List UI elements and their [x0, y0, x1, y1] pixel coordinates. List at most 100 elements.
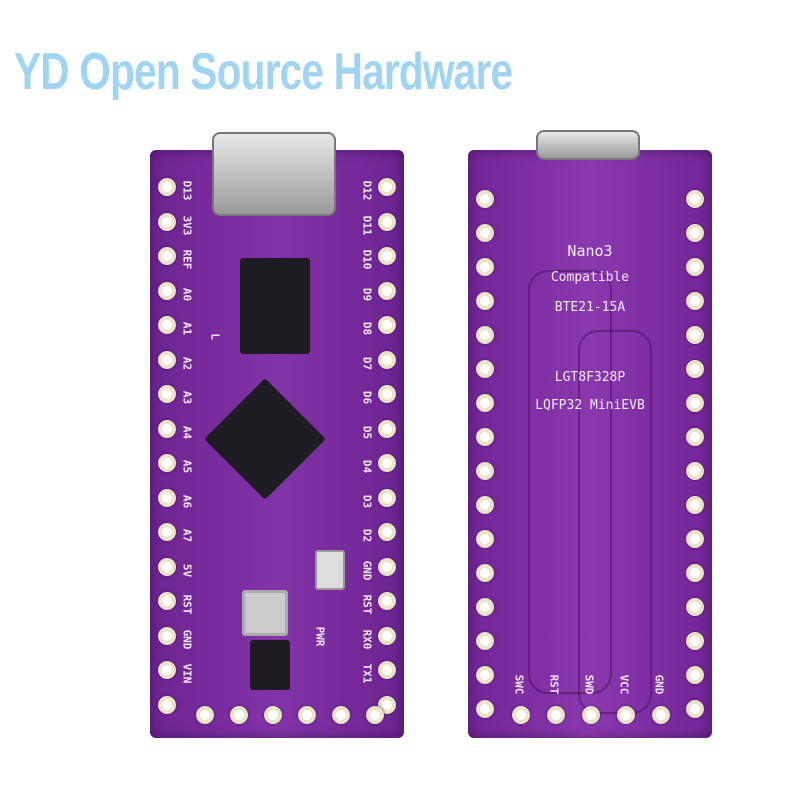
back-model: BTE21-15A	[554, 300, 626, 315]
header-pin	[476, 360, 494, 378]
pin-label: D5	[360, 425, 374, 439]
header-pin	[158, 247, 176, 265]
header-pin	[686, 258, 704, 276]
brand-banner: YD Open Source Hardware	[14, 43, 513, 101]
pin-label: VCC	[617, 674, 631, 695]
header-pin	[476, 700, 494, 718]
header-pin	[378, 454, 396, 472]
header-pin	[158, 661, 176, 679]
header-pin	[378, 626, 396, 645]
header-pin	[476, 326, 494, 344]
header-pin	[686, 326, 704, 344]
header-pin	[476, 462, 494, 480]
header-pin	[686, 666, 704, 684]
pin-label: RST	[180, 594, 194, 615]
header-pin	[378, 350, 396, 369]
header-pin	[378, 178, 396, 196]
pin-label: A6	[180, 494, 194, 508]
header-pin	[686, 224, 704, 242]
header-pin	[476, 632, 494, 650]
header-pin	[686, 564, 704, 582]
header-pin	[158, 695, 176, 714]
pin-label: D13	[180, 180, 194, 201]
pin-label: RST	[547, 674, 561, 695]
pin-label: GND	[652, 674, 666, 695]
header-pin	[476, 190, 494, 208]
pin-label: A1	[180, 321, 194, 336]
pin-label: VIN	[180, 663, 194, 684]
header-pin	[686, 292, 704, 310]
header-pin	[686, 632, 704, 650]
header-pin	[686, 598, 704, 616]
pin-label: GND	[180, 629, 194, 649]
back-title: Nano3	[567, 242, 613, 260]
header-pin	[158, 212, 176, 231]
header-pin	[686, 394, 704, 412]
header-pin	[158, 316, 176, 334]
header-pin	[158, 281, 176, 300]
header-pin	[158, 523, 176, 541]
pin-label: A2	[180, 356, 194, 370]
header-pin	[686, 700, 704, 718]
header-pin	[378, 488, 396, 507]
header-pin	[476, 292, 494, 310]
pin-label: A0	[180, 287, 194, 301]
voltage-regulator	[250, 640, 290, 690]
pin-label: D4	[360, 459, 374, 474]
pin-label: D7	[360, 356, 374, 370]
crystal	[315, 550, 345, 590]
reset-button[interactable]	[242, 590, 288, 636]
header-pin	[686, 530, 704, 548]
header-pin	[158, 419, 176, 438]
header-pin	[512, 706, 530, 724]
pin-label: RST	[360, 594, 374, 615]
trace	[578, 330, 652, 714]
pin-label: GND	[360, 560, 374, 580]
led-l-label: L	[208, 333, 222, 340]
pin-label: TX1	[360, 663, 374, 684]
usb-c-connector	[212, 132, 336, 216]
header-pin	[476, 564, 494, 582]
header-pin	[158, 385, 176, 403]
header-pin	[476, 666, 494, 684]
mcu-chip	[204, 378, 326, 500]
pin-label: 5V	[180, 563, 194, 577]
back-compatible: Compatible	[550, 270, 630, 285]
header-pin	[378, 385, 396, 403]
header-pin	[476, 258, 494, 276]
usb-c-back	[536, 130, 640, 160]
header-pin	[158, 592, 176, 610]
header-pin	[158, 350, 176, 369]
pin-label: 3V3	[180, 215, 194, 235]
header-pin	[476, 224, 494, 242]
header-pin	[476, 496, 494, 514]
header-pin	[158, 488, 176, 507]
header-pin	[686, 360, 704, 378]
header-pin	[378, 523, 396, 541]
pin-label: A7	[180, 528, 194, 543]
header-pin	[378, 281, 396, 300]
header-pin	[582, 706, 600, 724]
pin-label: REF	[180, 249, 194, 270]
pin-label: D2	[360, 528, 374, 543]
back-package: LQFP32 MiniEVB	[535, 398, 645, 413]
header-pin	[196, 706, 214, 724]
header-pin	[652, 706, 670, 724]
pin-label: A5	[180, 459, 194, 474]
header-pin	[547, 706, 565, 724]
header-pin	[686, 496, 704, 514]
pin-label: D6	[360, 390, 374, 405]
header-pin	[158, 626, 176, 645]
pin-label: D10	[360, 249, 374, 270]
pin-label: SWD	[582, 674, 596, 695]
header-pin	[264, 706, 282, 724]
header-pin	[476, 530, 494, 548]
pin-label: D11	[360, 215, 374, 235]
header-pin	[686, 428, 704, 446]
pin-label: D12	[360, 180, 374, 201]
header-pin	[378, 557, 396, 576]
pin-label: D8	[360, 321, 374, 336]
header-pin	[158, 454, 176, 472]
usb-serial-chip	[240, 258, 310, 354]
